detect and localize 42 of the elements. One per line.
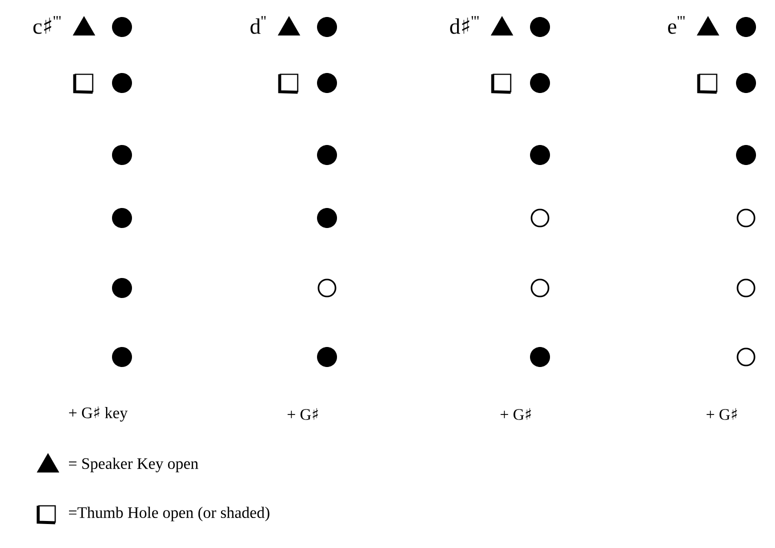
closed-hole-dot (317, 347, 337, 367)
note-name: d♯$^{'''}$ (450, 16, 479, 34)
closed-hole-dot (317, 73, 337, 93)
key-note: + G♯ (500, 408, 531, 420)
speaker-key-triangle (72, 16, 96, 36)
note-name: e$^{'''}$ (668, 16, 685, 34)
speaker-key-triangle (278, 16, 300, 36)
speaker-key-triangle (696, 16, 720, 36)
closed-hole-dot (530, 347, 550, 367)
closed-hole-dot (736, 73, 756, 93)
closed-hole-dot (112, 145, 132, 165)
key-note: + G♯ (288, 408, 318, 420)
closed-hole-dot (530, 145, 550, 165)
closed-hole-dot (112, 278, 132, 298)
speaker-key-triangle (490, 16, 514, 36)
closed-hole-dot (317, 145, 337, 165)
closed-hole-dot (736, 17, 756, 37)
closed-hole-dot (112, 73, 132, 93)
thumb-hole-square (278, 74, 298, 94)
open-hole-circle (530, 208, 550, 228)
thumb-hole-square (491, 74, 512, 94)
closed-hole-dot (736, 145, 756, 165)
closed-hole-dot (530, 17, 550, 37)
open-hole-circle (318, 278, 336, 298)
closed-hole-dot (530, 73, 550, 93)
legend-text: = Speaker Key open (69, 458, 198, 472)
thumb-hole-square (697, 74, 718, 94)
open-hole-circle (736, 208, 756, 228)
closed-hole-dot (112, 208, 132, 228)
open-hole-circle (736, 348, 756, 366)
note-name: c♯$^{'''}$ (33, 16, 61, 34)
thumb-hole-square (73, 74, 94, 94)
open-hole-circle (736, 278, 756, 298)
open-hole-circle (530, 278, 550, 298)
legend-text: =Thumb Hole open (or shaded) (69, 506, 270, 522)
closed-hole-dot (317, 208, 337, 228)
closed-hole-dot (112, 17, 132, 37)
key-note: + G♯ key (69, 406, 128, 422)
note-name: d$^{''}$ (250, 16, 266, 34)
key-note: + G♯ (706, 408, 737, 420)
closed-hole-dot (112, 347, 132, 367)
closed-hole-dot (317, 17, 337, 37)
